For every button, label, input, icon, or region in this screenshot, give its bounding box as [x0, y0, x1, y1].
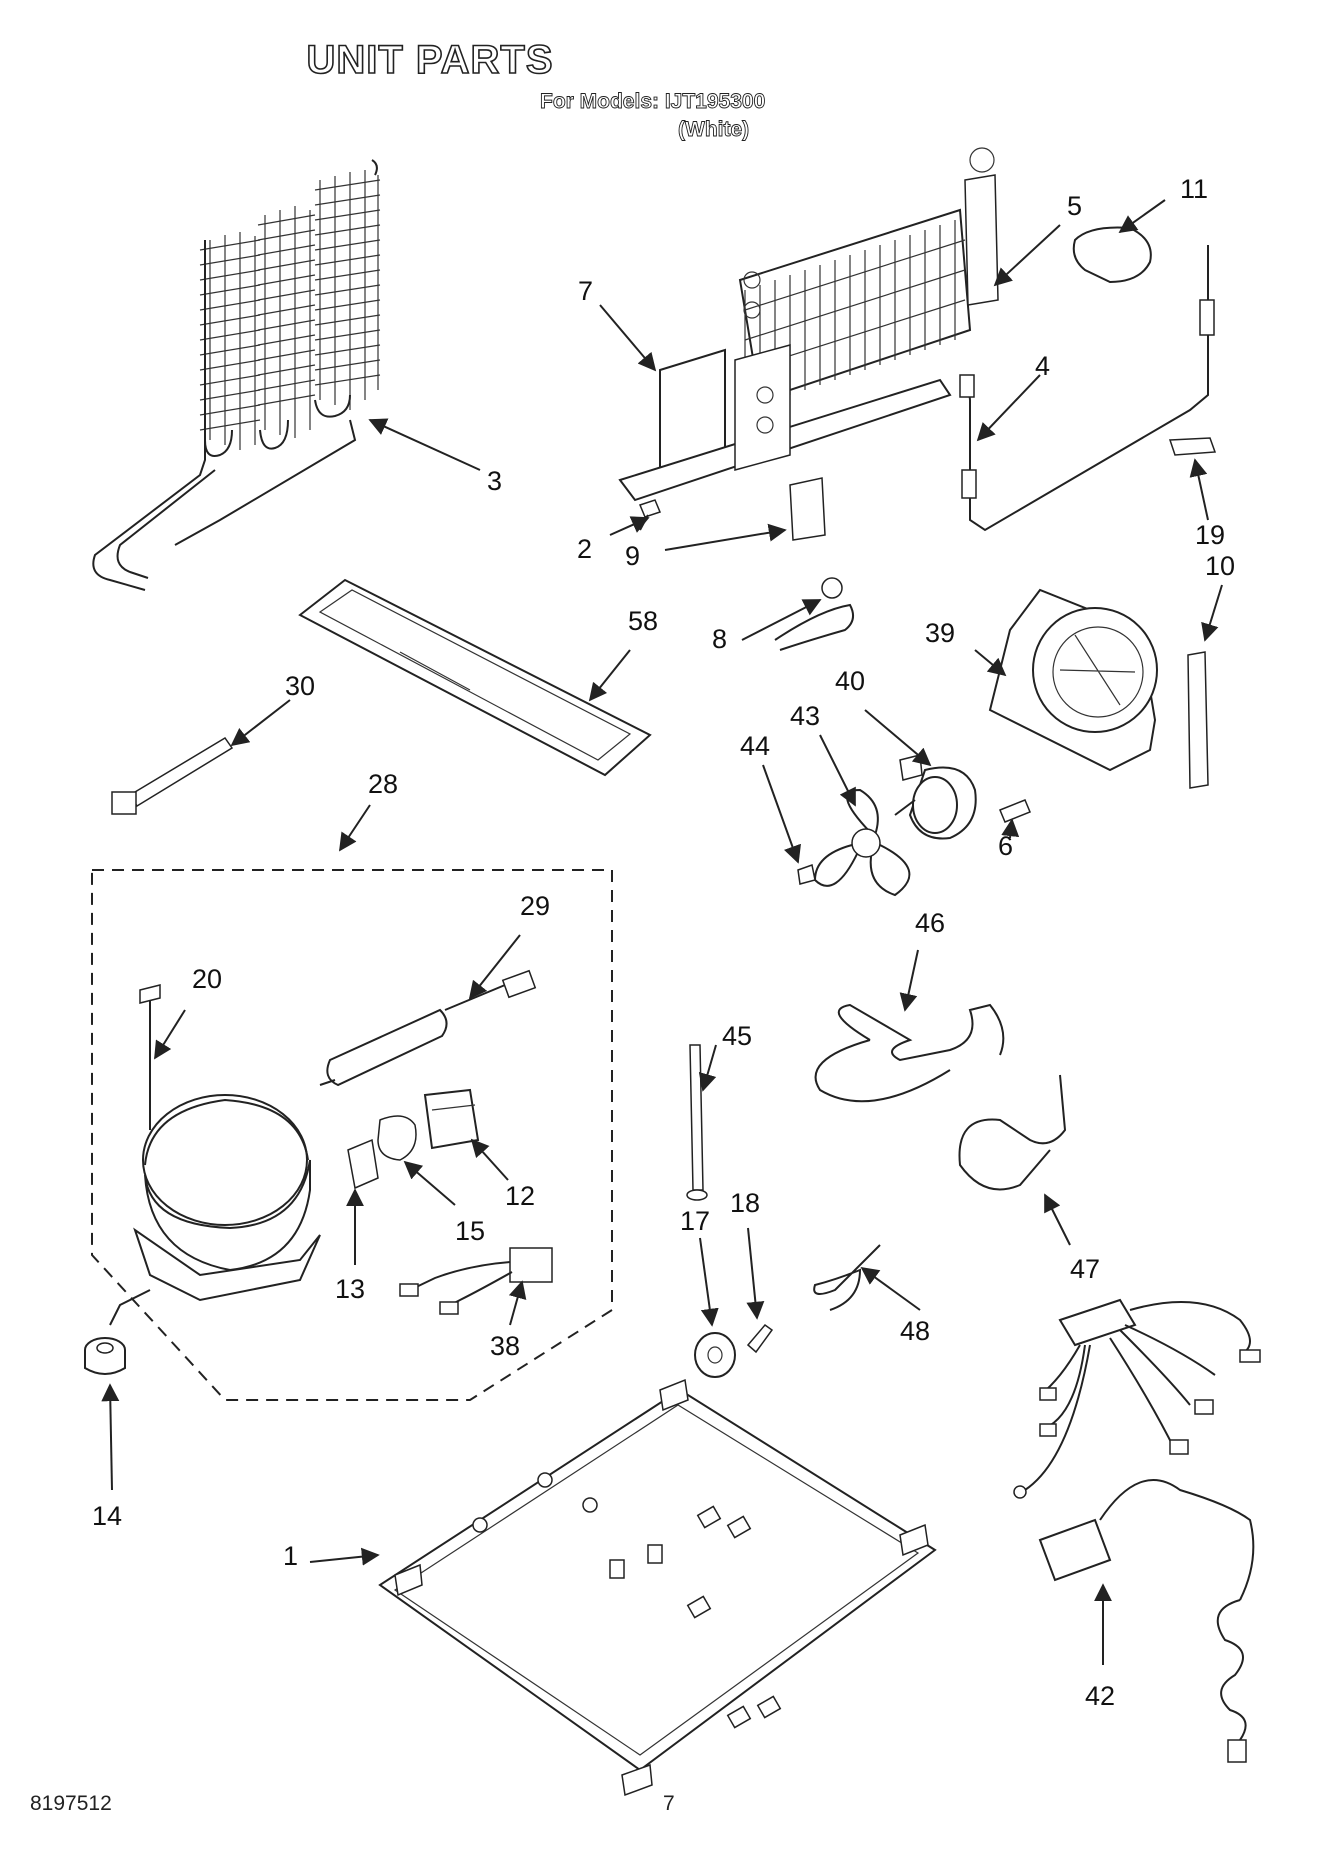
- wiring-harness: [1013, 1298, 1261, 1763]
- roller-part-17: [694, 1332, 736, 1378]
- color-line: (White): [678, 118, 750, 142]
- leader-lines: [101, 199, 1223, 1665]
- page-number: 7: [663, 1792, 675, 1815]
- callout-labels: 7 5 11 4 3 2 9 19 10 58 8 39 30 40 43 44…: [92, 174, 1235, 1711]
- callout-29: 29: [520, 891, 550, 921]
- fan-shroud: [988, 588, 1158, 772]
- callout-18: 18: [730, 1188, 760, 1218]
- callout-8: 8: [712, 624, 727, 654]
- callout-15: 15: [455, 1216, 485, 1246]
- compressor: [109, 984, 321, 1326]
- callout-48: 48: [900, 1316, 930, 1346]
- compressor-kit-boundary: [91, 869, 613, 1401]
- callout-4: 4: [1035, 351, 1050, 381]
- callout-43: 43: [790, 701, 820, 731]
- callout-10: 10: [1205, 551, 1235, 581]
- strip-part-10: [1187, 651, 1209, 789]
- grommet: [84, 1337, 126, 1375]
- callout-13: 13: [335, 1274, 365, 1304]
- page-title: UNIT PARTS: [306, 37, 554, 83]
- clip-part-44: [797, 864, 816, 885]
- callout-5: 5: [1067, 191, 1082, 221]
- harness-part-38: [399, 1247, 553, 1315]
- callout-17: 17: [680, 1206, 710, 1236]
- callout-7: 7: [578, 276, 593, 306]
- cable-tie: [111, 736, 234, 815]
- tube-part-46: [814, 1003, 1005, 1103]
- callout-44: 44: [740, 731, 770, 761]
- callout-58: 58: [628, 606, 658, 636]
- relay-parts: [347, 1088, 480, 1190]
- callout-19: 19: [1195, 520, 1225, 550]
- filter-drier: [319, 969, 537, 1087]
- tube-part-48: [813, 1244, 881, 1311]
- models-line: For Models: IJT195300: [540, 90, 766, 114]
- fan-blade: [813, 788, 911, 897]
- condenser-coil: [92, 159, 381, 591]
- callout-3: 3: [487, 466, 502, 496]
- screw-part-6: [999, 799, 1031, 823]
- drain-tray: [298, 578, 652, 777]
- callout-11: 11: [1180, 174, 1208, 204]
- callout-28: 28: [368, 769, 398, 799]
- pin-part-45: [686, 1044, 708, 1201]
- callout-30: 30: [285, 671, 315, 701]
- callout-20: 20: [192, 964, 222, 994]
- clip-part-9: [789, 477, 826, 541]
- cover-part-11: [1072, 226, 1152, 284]
- callout-46: 46: [915, 908, 945, 938]
- callout-42: 42: [1085, 1681, 1115, 1711]
- base-plate: [378, 1378, 937, 1797]
- callout-6: 6: [998, 831, 1013, 861]
- callout-14: 14: [92, 1501, 122, 1531]
- callout-39: 39: [925, 618, 955, 648]
- doc-number: 8197512: [30, 1792, 112, 1815]
- evaporator-assembly: [618, 147, 999, 502]
- callout-47: 47: [1070, 1254, 1100, 1284]
- callout-2: 2: [577, 534, 592, 564]
- callout-40: 40: [835, 666, 865, 696]
- callout-12: 12: [505, 1181, 535, 1211]
- callout-45: 45: [722, 1021, 752, 1051]
- screw-part-2: [638, 499, 662, 531]
- fan-motor: [894, 754, 977, 840]
- thermistor-wire: [959, 245, 1217, 532]
- tube-part-47: [958, 1074, 1067, 1191]
- callout-9: 9: [625, 541, 640, 571]
- wire-part-8: [774, 603, 855, 651]
- callout-1: 1: [283, 1541, 298, 1571]
- screw-part-18: [746, 1323, 774, 1354]
- callout-38: 38: [490, 1331, 520, 1361]
